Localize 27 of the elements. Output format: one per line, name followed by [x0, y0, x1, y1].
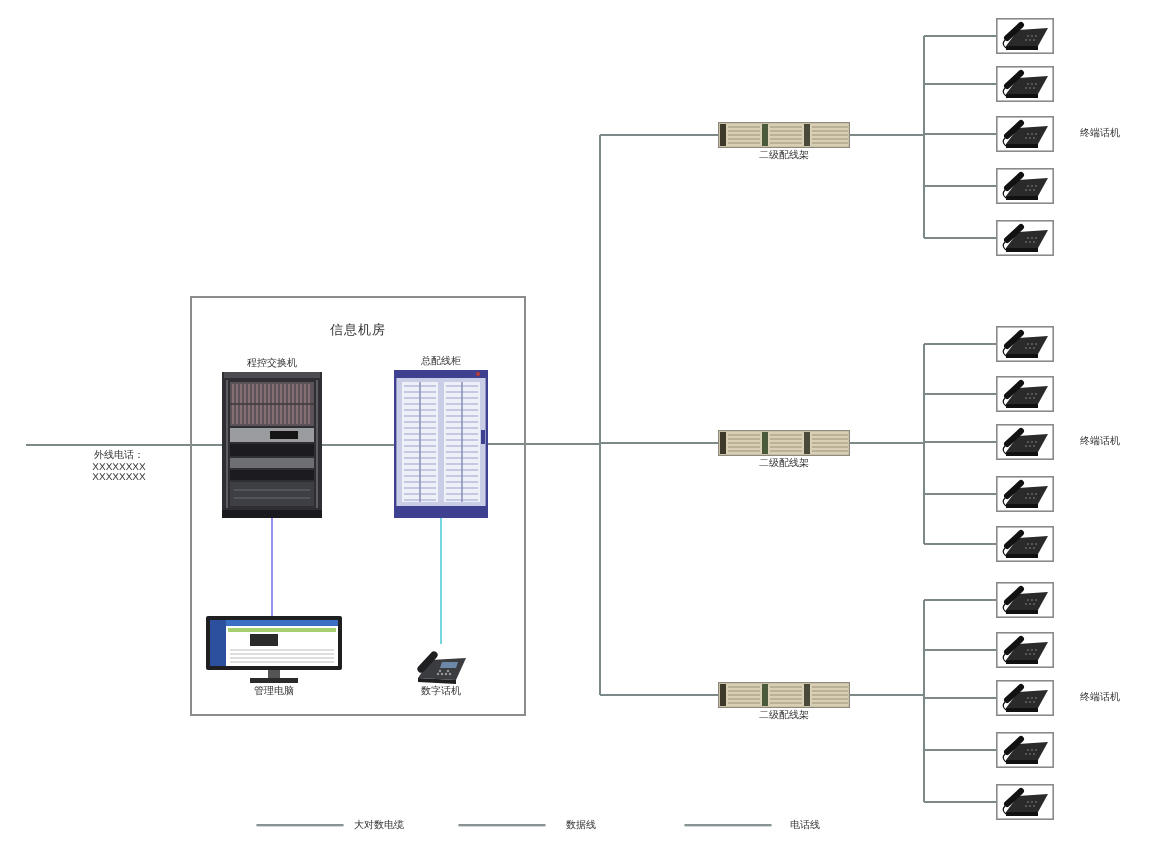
connector-line: [923, 649, 997, 651]
connector-line: [923, 493, 997, 495]
connector-line: [25, 444, 223, 446]
connector-line: [849, 599, 925, 803]
connector-line: [923, 237, 997, 239]
connector-line: [849, 343, 925, 545]
connector-line: [923, 599, 997, 601]
connector-line: [923, 543, 997, 545]
connector-line: [923, 83, 997, 85]
connector-line: [923, 441, 997, 443]
connector-line: [487, 134, 601, 696]
connector-line: [321, 444, 395, 446]
connector-line: [599, 694, 719, 696]
connector-line: [923, 133, 997, 135]
connector-line: [599, 442, 719, 444]
connector-line: [923, 185, 997, 187]
connector-line: [849, 35, 925, 239]
connector-line: [923, 393, 997, 395]
connector-line: [923, 697, 997, 699]
connector-line: [923, 801, 997, 803]
connector-line: [923, 35, 997, 37]
connector-line: [599, 134, 719, 136]
room-box: [190, 296, 526, 716]
connector-line: [440, 517, 442, 645]
connector-line: [923, 749, 997, 751]
connector-line: [271, 517, 273, 617]
connector-line: [923, 343, 997, 345]
